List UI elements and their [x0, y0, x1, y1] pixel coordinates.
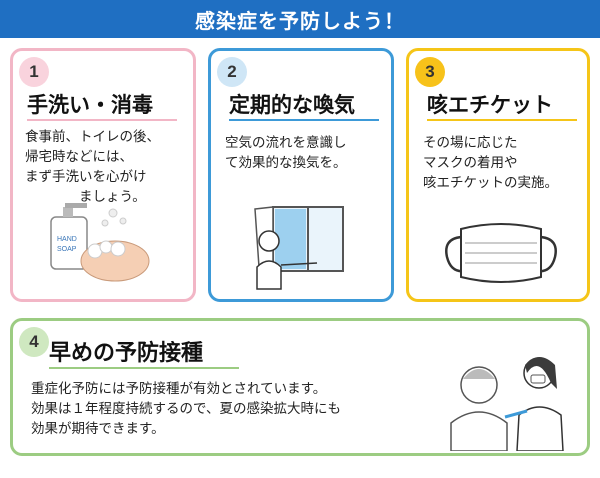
title-underline [49, 367, 239, 369]
card-body: 重症化予防には予防接種が有効とされています。 効果は１年程度持続するので、夏の感… [31, 381, 341, 437]
card-number-badge: 2 [217, 57, 247, 87]
card-body: 空気の流れを意識し て効果的な換気を。 [225, 135, 347, 171]
card-number: 3 [425, 62, 435, 81]
card-body: その場に応じた マスクの着用や 咳エチケットの実施。 [423, 135, 558, 191]
card-title: 定期的な喚気 [229, 93, 355, 117]
handwashing-illustration: HAND SOAP [50, 203, 150, 282]
vaccination-illustration [450, 357, 564, 451]
card-number: 1 [29, 62, 39, 81]
soap-label-2: SOAP [57, 246, 77, 253]
card-title: 咳エチケット [427, 93, 553, 117]
card-number-badge: 1 [19, 57, 49, 87]
card-number-badge: 4 [19, 327, 49, 357]
card-ventilation: 2 定期的な喚気 空気の流れを意識し て効果的な換気を。 [208, 48, 394, 302]
mask-illustration [445, 223, 557, 283]
title-underline [229, 119, 379, 121]
card-body: 食事前、トイレの後、 帰宅時などには、 まず手洗いを心がけ ましょう。 [25, 129, 160, 205]
title-underline [27, 119, 177, 121]
banner: 感染症を予防しよう！ [0, 0, 600, 38]
card-number-badge: 3 [415, 57, 445, 87]
ventilation-illustration [254, 206, 344, 290]
card-number: 2 [227, 62, 237, 81]
card-cough-etiquette: 3 咳エチケット その場に応じた マスクの着用や 咳エチケットの実施。 [406, 48, 590, 302]
card-vaccination: 4 早めの予防接種 重症化予防には予防接種が有効とされています。 効果は１年程度… [10, 318, 590, 456]
soap-label-1: HAND [57, 236, 77, 243]
card-title: 早めの予防接種 [49, 341, 204, 366]
title-underline [427, 119, 577, 121]
card-number: 4 [29, 332, 39, 351]
card-handwashing: 1 手洗い・消毒 食事前、トイレの後、 帰宅時などには、 まず手洗いを心がけ ま… [10, 48, 196, 302]
banner-title: 感染症を予防しよう！ [195, 8, 405, 33]
card-title: 手洗い・消毒 [27, 93, 153, 117]
